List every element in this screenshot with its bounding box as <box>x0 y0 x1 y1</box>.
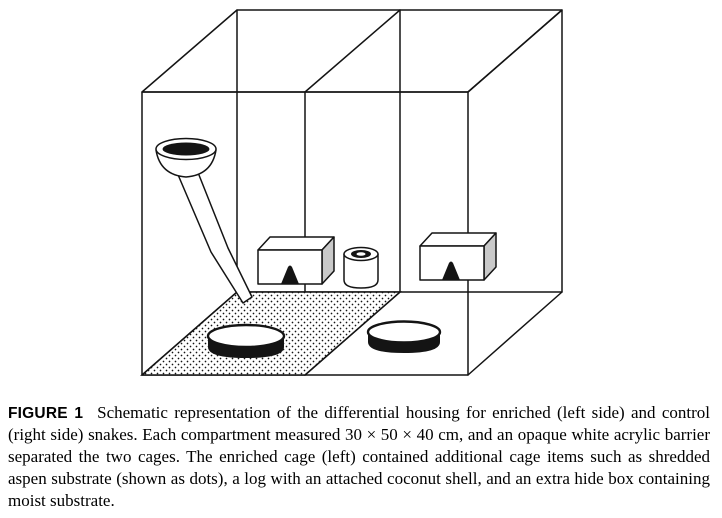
log-with-coconut-shell <box>155 137 253 304</box>
hide-box-enriched <box>257 236 335 285</box>
hide-box-entrance <box>442 261 460 280</box>
hide-box-entrance <box>281 265 299 284</box>
barrier-top-edge <box>304 9 401 93</box>
housing-schematic-figure <box>140 9 563 376</box>
log <box>175 169 253 304</box>
hide-box-top <box>257 236 335 251</box>
hide-box-top <box>419 232 497 247</box>
coconut-shell-opening <box>162 142 210 156</box>
container-opening-center <box>356 252 366 256</box>
figure-caption-text: Schematic representation of the differen… <box>8 403 710 511</box>
water-dish-enriched <box>206 323 286 358</box>
hide-box-control <box>419 232 497 281</box>
figure-label: FIGURE 1 <box>8 405 84 422</box>
moist-substrate-container <box>343 246 379 289</box>
dish-rim <box>206 323 286 349</box>
container-body <box>343 253 379 289</box>
housing-schematic-svg <box>140 9 563 376</box>
cage-right-face <box>467 9 563 376</box>
dish-rim <box>366 320 442 344</box>
water-dish-control <box>366 320 442 353</box>
